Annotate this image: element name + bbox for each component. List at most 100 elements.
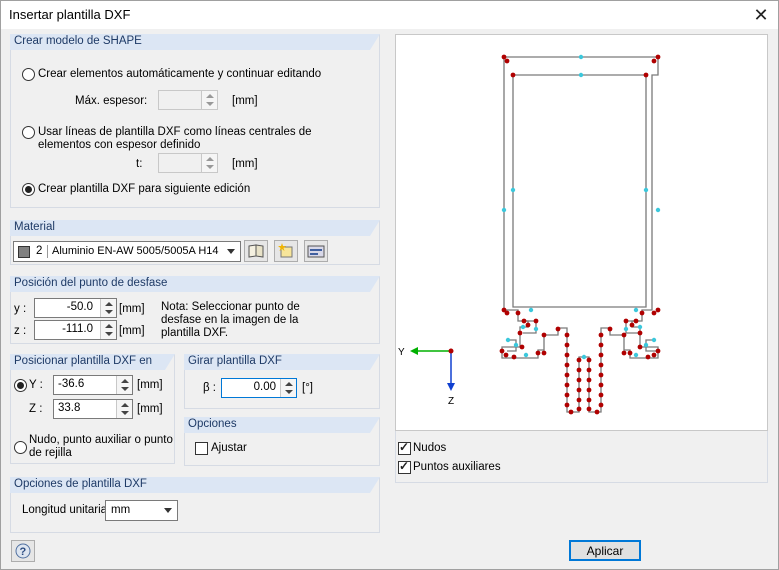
node-marker[interactable]: [568, 409, 574, 415]
node-marker[interactable]: [564, 402, 570, 408]
node-marker[interactable]: [598, 342, 604, 348]
node-marker[interactable]: [564, 332, 570, 338]
node-marker[interactable]: [586, 357, 592, 363]
radio-position-yz[interactable]: [14, 379, 27, 392]
aux-point-marker[interactable]: [655, 207, 661, 213]
material-select[interactable]: 2 Aluminio EN-AW 5005/5005A H14: [13, 241, 241, 262]
max-thickness-input[interactable]: [158, 90, 218, 110]
node-marker[interactable]: [503, 352, 509, 358]
beta-input[interactable]: 0.00: [221, 378, 297, 398]
node-marker[interactable]: [576, 387, 582, 393]
aux-point-marker[interactable]: [528, 307, 534, 313]
node-marker[interactable]: [504, 58, 510, 64]
aux-point-marker[interactable]: [643, 342, 649, 348]
node-marker[interactable]: [501, 54, 507, 60]
node-marker[interactable]: [637, 344, 643, 350]
aux-point-marker[interactable]: [623, 326, 629, 332]
adjust-checkbox[interactable]: [195, 442, 208, 455]
radio-dxf-template[interactable]: [22, 183, 35, 196]
node-marker[interactable]: [504, 310, 510, 316]
node-marker[interactable]: [564, 342, 570, 348]
node-marker[interactable]: [598, 382, 604, 388]
nodes-checkbox[interactable]: [398, 440, 411, 455]
aux-point-marker[interactable]: [643, 187, 649, 193]
dxf-drawing[interactable]: Y Z: [396, 35, 767, 430]
aux-point-marker[interactable]: [651, 337, 657, 343]
node-marker[interactable]: [643, 72, 649, 78]
edit-material-button[interactable]: [304, 240, 328, 262]
node-marker[interactable]: [564, 382, 570, 388]
aux-point-marker[interactable]: [633, 352, 639, 358]
node-marker[interactable]: [499, 348, 505, 354]
node-marker[interactable]: [629, 322, 635, 328]
node-marker[interactable]: [521, 318, 527, 324]
node-marker[interactable]: [621, 350, 627, 356]
node-marker[interactable]: [586, 387, 592, 393]
node-marker[interactable]: [598, 352, 604, 358]
radio-auto-elements[interactable]: [22, 68, 35, 81]
t-input[interactable]: [158, 153, 218, 173]
apply-button[interactable]: Aplicar: [569, 540, 641, 561]
aux-point-marker[interactable]: [501, 207, 507, 213]
node-marker[interactable]: [576, 357, 582, 363]
node-marker[interactable]: [623, 318, 629, 324]
node-marker[interactable]: [586, 406, 592, 412]
node-marker[interactable]: [576, 397, 582, 403]
position-z-input[interactable]: 33.8: [53, 399, 133, 419]
node-marker[interactable]: [633, 318, 639, 324]
position-y-stepper[interactable]: [116, 376, 132, 394]
node-marker[interactable]: [576, 406, 582, 412]
node-marker[interactable]: [564, 372, 570, 378]
node-marker[interactable]: [576, 367, 582, 373]
aux-point-marker[interactable]: [505, 337, 511, 343]
dxf-preview[interactable]: Y Z: [395, 34, 768, 431]
max-thickness-stepper[interactable]: [201, 91, 217, 109]
new-material-button[interactable]: [274, 240, 298, 262]
node-marker[interactable]: [639, 310, 645, 316]
radio-centerlines[interactable]: [22, 126, 35, 139]
aux-point-marker[interactable]: [513, 342, 519, 348]
node-marker[interactable]: [655, 348, 661, 354]
node-marker[interactable]: [533, 318, 539, 324]
node-marker[interactable]: [564, 392, 570, 398]
unit-length-select[interactable]: mm: [105, 500, 178, 521]
node-marker[interactable]: [607, 326, 613, 332]
aux-point-marker[interactable]: [581, 354, 587, 360]
offset-z-stepper[interactable]: [100, 321, 116, 339]
node-marker[interactable]: [511, 354, 517, 360]
node-marker[interactable]: [510, 72, 516, 78]
t-stepper[interactable]: [201, 154, 217, 172]
node-marker[interactable]: [501, 307, 507, 313]
node-marker[interactable]: [637, 330, 643, 336]
node-marker[interactable]: [564, 362, 570, 368]
aux-point-marker[interactable]: [633, 307, 639, 313]
node-marker[interactable]: [586, 397, 592, 403]
node-marker[interactable]: [541, 332, 547, 338]
position-z-stepper[interactable]: [116, 400, 132, 418]
node-marker[interactable]: [594, 409, 600, 415]
node-marker[interactable]: [651, 58, 657, 64]
node-marker[interactable]: [541, 350, 547, 356]
node-marker[interactable]: [519, 344, 525, 350]
node-marker[interactable]: [515, 310, 521, 316]
node-marker[interactable]: [645, 354, 651, 360]
radio-position-node[interactable]: [14, 441, 27, 454]
aux-point-marker[interactable]: [523, 352, 529, 358]
node-marker[interactable]: [598, 362, 604, 368]
aux-points-checkbox[interactable]: [398, 459, 411, 474]
node-marker[interactable]: [651, 352, 657, 358]
node-marker[interactable]: [555, 326, 561, 332]
aux-point-marker[interactable]: [520, 324, 526, 330]
node-marker[interactable]: [598, 392, 604, 398]
node-marker[interactable]: [598, 332, 604, 338]
help-button[interactable]: ?: [11, 540, 35, 562]
node-marker[interactable]: [621, 332, 627, 338]
node-marker[interactable]: [535, 350, 541, 356]
aux-point-marker[interactable]: [637, 324, 643, 330]
aux-point-marker[interactable]: [578, 72, 584, 78]
node-marker[interactable]: [564, 352, 570, 358]
aux-point-marker[interactable]: [510, 187, 516, 193]
node-marker[interactable]: [586, 377, 592, 383]
node-marker[interactable]: [627, 350, 633, 356]
beta-stepper[interactable]: [280, 379, 296, 397]
